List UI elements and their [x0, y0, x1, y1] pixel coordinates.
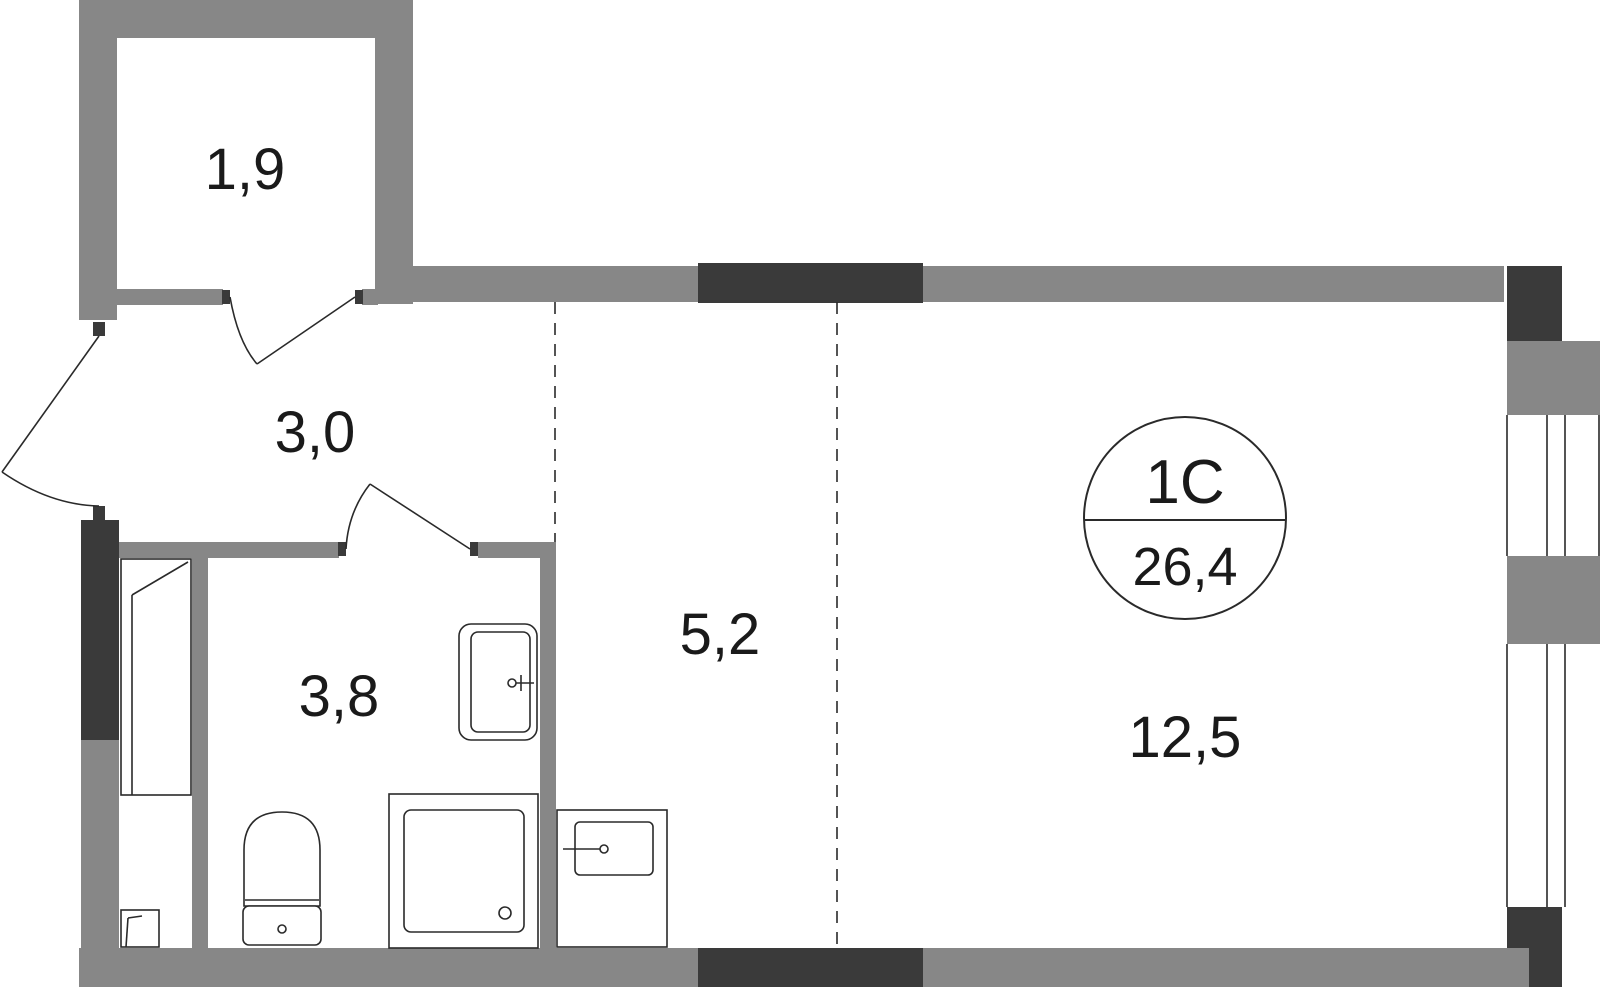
- apartment-total-area: 26,4: [1132, 537, 1237, 597]
- apartment-badge: 1С 26,4: [1083, 416, 1287, 620]
- bottom-wall: [79, 948, 1529, 987]
- room-area-kitchen: 5,2: [680, 602, 761, 667]
- laundry-corner: [120, 909, 160, 948]
- entrance-door: [1, 335, 100, 507]
- room-area-bathroom: 3,8: [299, 664, 380, 729]
- left-wall: [81, 322, 119, 948]
- storage-walls: [79, 0, 413, 320]
- room-area-living: 12,5: [1129, 705, 1242, 770]
- apartment-type: 1С: [1145, 448, 1224, 517]
- storage-door: [222, 290, 363, 365]
- kitchen-sink: [556, 809, 668, 948]
- bottom-window: [698, 948, 923, 987]
- right-window-upper: [1506, 415, 1600, 556]
- bathroom-sink: [458, 623, 538, 741]
- top-window: [698, 263, 923, 303]
- bathroom-walls: [119, 542, 556, 948]
- bathroom-door: [345, 483, 471, 550]
- right-wall: [1506, 266, 1600, 987]
- shower-tray: [388, 793, 539, 949]
- toilet: [242, 811, 322, 946]
- room-area-storage: 1,9: [205, 137, 286, 202]
- room-area-hallway: 3,0: [275, 400, 356, 465]
- right-window-lower: [1506, 644, 1566, 907]
- top-wall: [375, 263, 1504, 303]
- bathtub: [120, 558, 192, 796]
